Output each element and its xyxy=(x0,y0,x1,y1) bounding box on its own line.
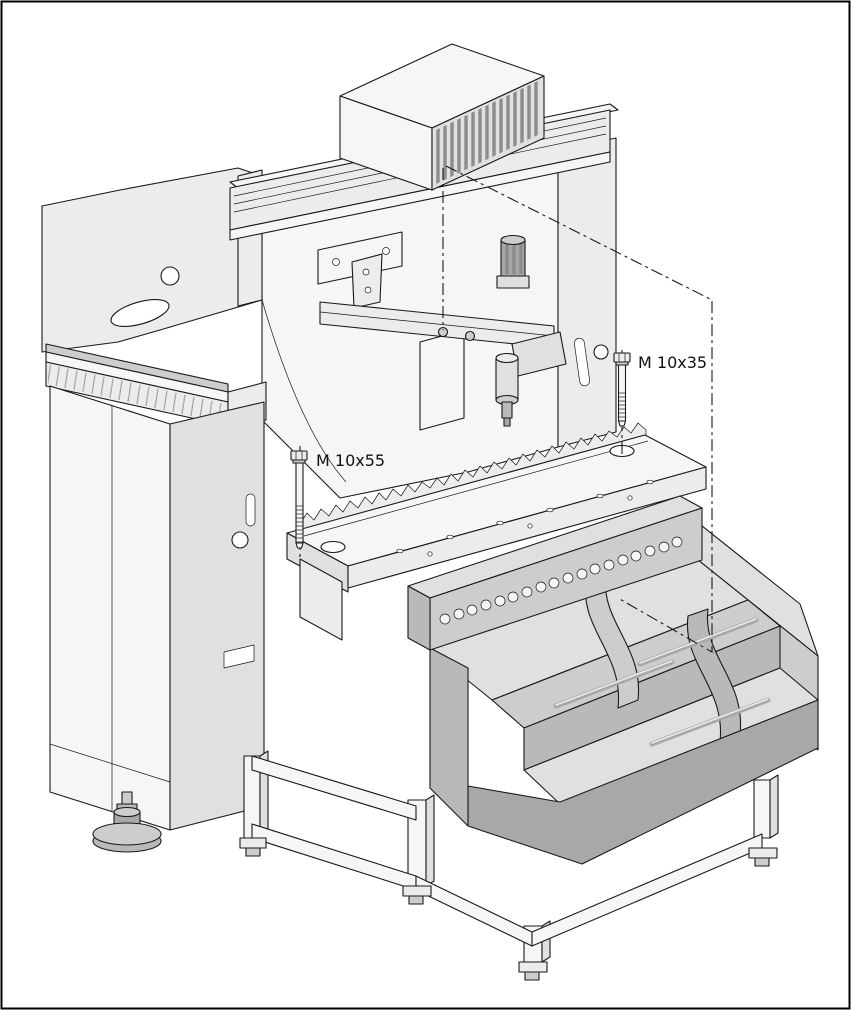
frame-foot xyxy=(518,961,548,973)
cabinet-hole xyxy=(231,531,249,549)
callout-m10x35: M 10x35 xyxy=(638,353,707,372)
frame-top-rail xyxy=(251,755,417,821)
motor xyxy=(496,234,530,289)
center-line xyxy=(442,165,713,653)
frame-foot xyxy=(748,847,778,859)
hopper-left-wall xyxy=(429,647,469,827)
carriage-bracket xyxy=(351,253,383,309)
round-cutout xyxy=(160,266,180,286)
table-hole-left xyxy=(320,540,346,554)
feeder-hopper xyxy=(407,495,819,865)
feeder-beam xyxy=(407,495,703,651)
spindle-head xyxy=(495,352,519,427)
frame-leg xyxy=(753,779,771,839)
gantry-lower-lip xyxy=(229,151,611,241)
column-slot xyxy=(574,337,590,387)
carriage-assembly xyxy=(317,231,567,431)
arm-bolt xyxy=(437,326,449,338)
frame-interior-curve xyxy=(261,299,347,483)
arm-bolt xyxy=(464,330,476,342)
carriage-plate xyxy=(317,231,403,285)
hopper-divider xyxy=(584,574,640,709)
frame-foot xyxy=(239,837,267,849)
frame-foot xyxy=(402,885,432,897)
cabinet-label-plate xyxy=(223,644,255,669)
callout-m10x55: M 10x55 xyxy=(316,451,385,470)
cabinet-slot xyxy=(245,493,256,527)
table-support-bracket xyxy=(299,558,343,641)
screw-m10x55-icon xyxy=(290,450,308,549)
screw-m10x35-icon xyxy=(613,352,631,427)
feeder-beam-end xyxy=(407,585,431,651)
hopper-rods xyxy=(553,617,771,747)
hanging-plate xyxy=(419,329,465,431)
column-hole xyxy=(593,344,609,360)
oval-cutout xyxy=(110,299,170,327)
left-cabinet xyxy=(45,343,267,853)
table-front-face xyxy=(347,466,707,589)
leveling-foot xyxy=(92,791,162,853)
cabinet-front xyxy=(49,385,171,831)
feeder-beam-holes xyxy=(439,536,683,625)
base-frame xyxy=(239,750,779,981)
frame-right-column xyxy=(557,137,617,448)
table-teeth xyxy=(299,422,647,533)
